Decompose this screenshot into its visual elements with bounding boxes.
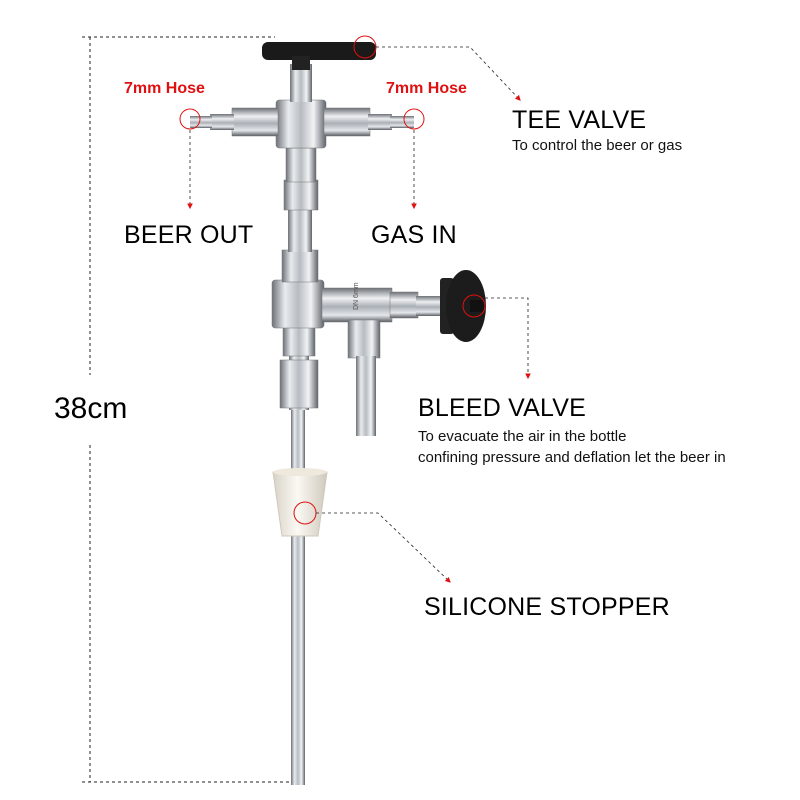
dip-tube bbox=[291, 400, 305, 785]
leader-lines bbox=[187, 46, 531, 583]
bleed-valve-body: DN 6mm bbox=[321, 282, 442, 436]
bleed-valve-description-line2: confining pressure and deflation let the… bbox=[418, 449, 726, 466]
silicone-stopper bbox=[272, 471, 328, 537]
tee-valve-handle bbox=[262, 42, 376, 70]
tee-valve-body bbox=[190, 64, 414, 149]
bleed-valve-knob bbox=[440, 270, 486, 342]
right-hose-label: 7mm Hose bbox=[386, 80, 467, 97]
tee-valve-title: TEE VALVE bbox=[512, 106, 647, 134]
valve-marking: DN 6mm bbox=[353, 282, 360, 310]
left-hose-label: 7mm Hose bbox=[124, 80, 205, 97]
gas-in-label: GAS IN bbox=[371, 221, 457, 249]
silicone-stopper-label: SILICONE STOPPER bbox=[424, 593, 670, 621]
tee-valve-description: To control the beer or gas bbox=[512, 137, 683, 154]
main-body bbox=[271, 147, 325, 410]
beer-out-label: BEER OUT bbox=[124, 221, 254, 249]
bleed-valve-title: BLEED VALVE bbox=[418, 394, 587, 422]
length-label: 38cm bbox=[54, 392, 128, 425]
dimension-line bbox=[82, 36, 298, 783]
bleed-valve-description-line1: To evacuate the air in the bottle bbox=[418, 428, 627, 445]
